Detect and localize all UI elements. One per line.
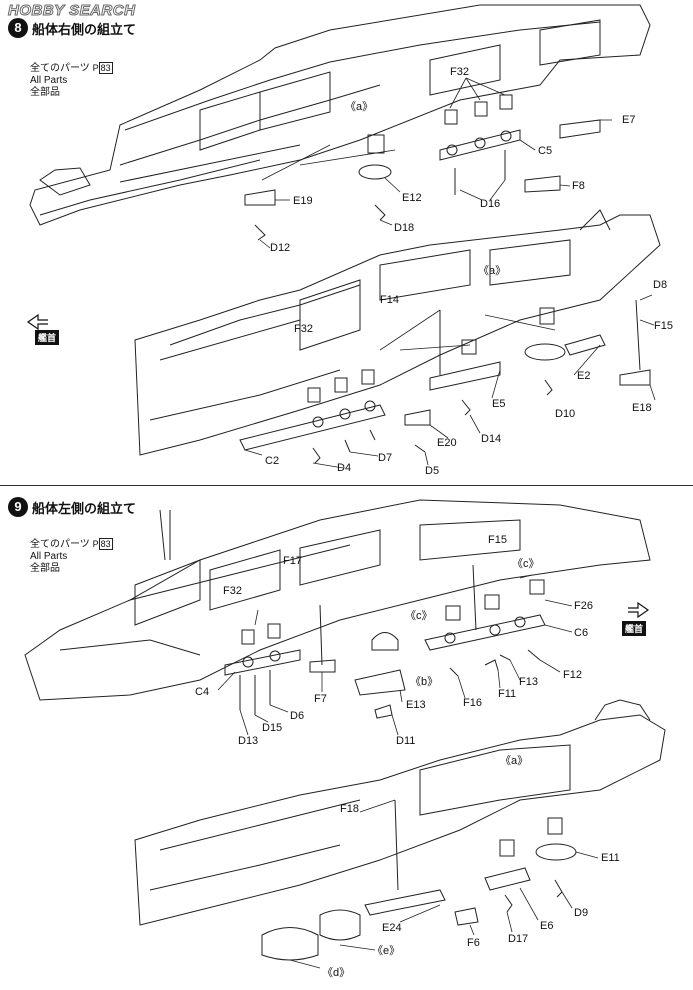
- part-label: D7: [378, 452, 393, 464]
- part-label: D8: [653, 279, 668, 291]
- part-label: E11: [601, 852, 620, 864]
- callout-label: 《d》: [322, 967, 351, 979]
- step-9-title: 船体左側の組立て: [32, 501, 137, 516]
- part-label: D5: [425, 465, 440, 477]
- bow-label-8: 艦首: [35, 330, 60, 345]
- part-label: D12: [270, 242, 291, 254]
- bow-arrow-icon-8: [26, 313, 48, 331]
- part-label: C5: [538, 145, 553, 157]
- parts-manual-icon: P: [92, 539, 99, 549]
- leader-lines-8: [244, 77, 656, 469]
- callout-label: 《e》: [372, 945, 401, 957]
- part-label: C2: [265, 455, 280, 467]
- part-label: C4: [195, 686, 210, 698]
- part-label: D18: [394, 222, 415, 234]
- parts-ref: 83: [98, 538, 113, 550]
- part-label: E18: [632, 402, 652, 414]
- part-label: F7: [314, 693, 327, 705]
- part-label: E6: [540, 920, 554, 932]
- part-label: F13: [519, 676, 538, 688]
- part-label: F12: [563, 669, 582, 681]
- part-label: D17: [508, 933, 529, 945]
- part-label: F6: [467, 937, 480, 949]
- parts-cn: 全部品: [30, 87, 60, 98]
- part-label: F32: [294, 323, 313, 335]
- hull-8-lower: [134, 209, 661, 456]
- callout-label: 《c》: [512, 558, 540, 570]
- leader-lines-9: [217, 574, 599, 969]
- parts-jp: 全てのパーツ: [30, 539, 90, 550]
- parts-ref: 83: [98, 62, 113, 74]
- part-label: F8: [572, 180, 585, 192]
- part-label: D10: [555, 408, 576, 420]
- part-label: E13: [406, 699, 426, 711]
- part-label: E7: [622, 114, 636, 126]
- parts-jp: 全てのパーツ: [30, 63, 90, 74]
- part-label: D13: [238, 735, 259, 747]
- part-label: C6: [574, 627, 589, 639]
- part-label: E2: [577, 370, 591, 382]
- part-label: F32: [450, 66, 469, 78]
- callout-label: 《a》: [345, 101, 374, 113]
- step-8-title: 船体右側の組立て: [32, 22, 137, 37]
- part-label: F16: [463, 697, 482, 709]
- part-label: D15: [262, 722, 283, 734]
- hull-9-lower: [134, 699, 666, 926]
- part-label: D6: [290, 710, 305, 722]
- part-label: E24: [382, 922, 402, 934]
- part-label: E19: [293, 195, 313, 207]
- part-label: F15: [488, 534, 507, 546]
- callout-label: 《b》: [410, 676, 439, 688]
- bow-arrow-icon-9: [628, 601, 650, 619]
- watermark: HOBBY SEARCH: [7, 2, 136, 20]
- part-label: D11: [396, 735, 416, 747]
- part-label: D16: [480, 198, 501, 210]
- parts-manual-icon: P: [92, 63, 99, 73]
- parts-8: [239, 94, 651, 464]
- section-divider: [0, 485, 693, 486]
- hull-9-upper: [24, 499, 651, 701]
- part-label: E20: [437, 437, 457, 449]
- step-9-badge: 9: [8, 497, 28, 517]
- part-label: F32: [223, 585, 242, 597]
- part-label: E5: [492, 398, 506, 410]
- part-label: E12: [402, 192, 422, 204]
- parts-en: All Parts: [30, 75, 68, 86]
- parts-en: All Parts: [30, 551, 68, 562]
- part-label: F15: [654, 320, 673, 332]
- part-label: F17: [283, 555, 302, 567]
- callout-label: 《a》: [478, 265, 507, 277]
- hull-8-upper: [29, 4, 651, 226]
- part-label: D4: [337, 462, 352, 474]
- part-label: D9: [574, 907, 589, 919]
- parts-cn: 全部品: [30, 563, 60, 574]
- bow-label-9: 艦首: [622, 621, 647, 636]
- part-label: F18: [340, 803, 359, 815]
- part-label: F11: [498, 688, 517, 700]
- callout-label: 《a》: [500, 755, 529, 767]
- step-8-badge: 8: [8, 18, 28, 38]
- part-label: D14: [481, 433, 502, 445]
- part-label: F14: [380, 294, 399, 306]
- callout-label: 《c》: [405, 610, 433, 622]
- part-label: F26: [574, 600, 593, 612]
